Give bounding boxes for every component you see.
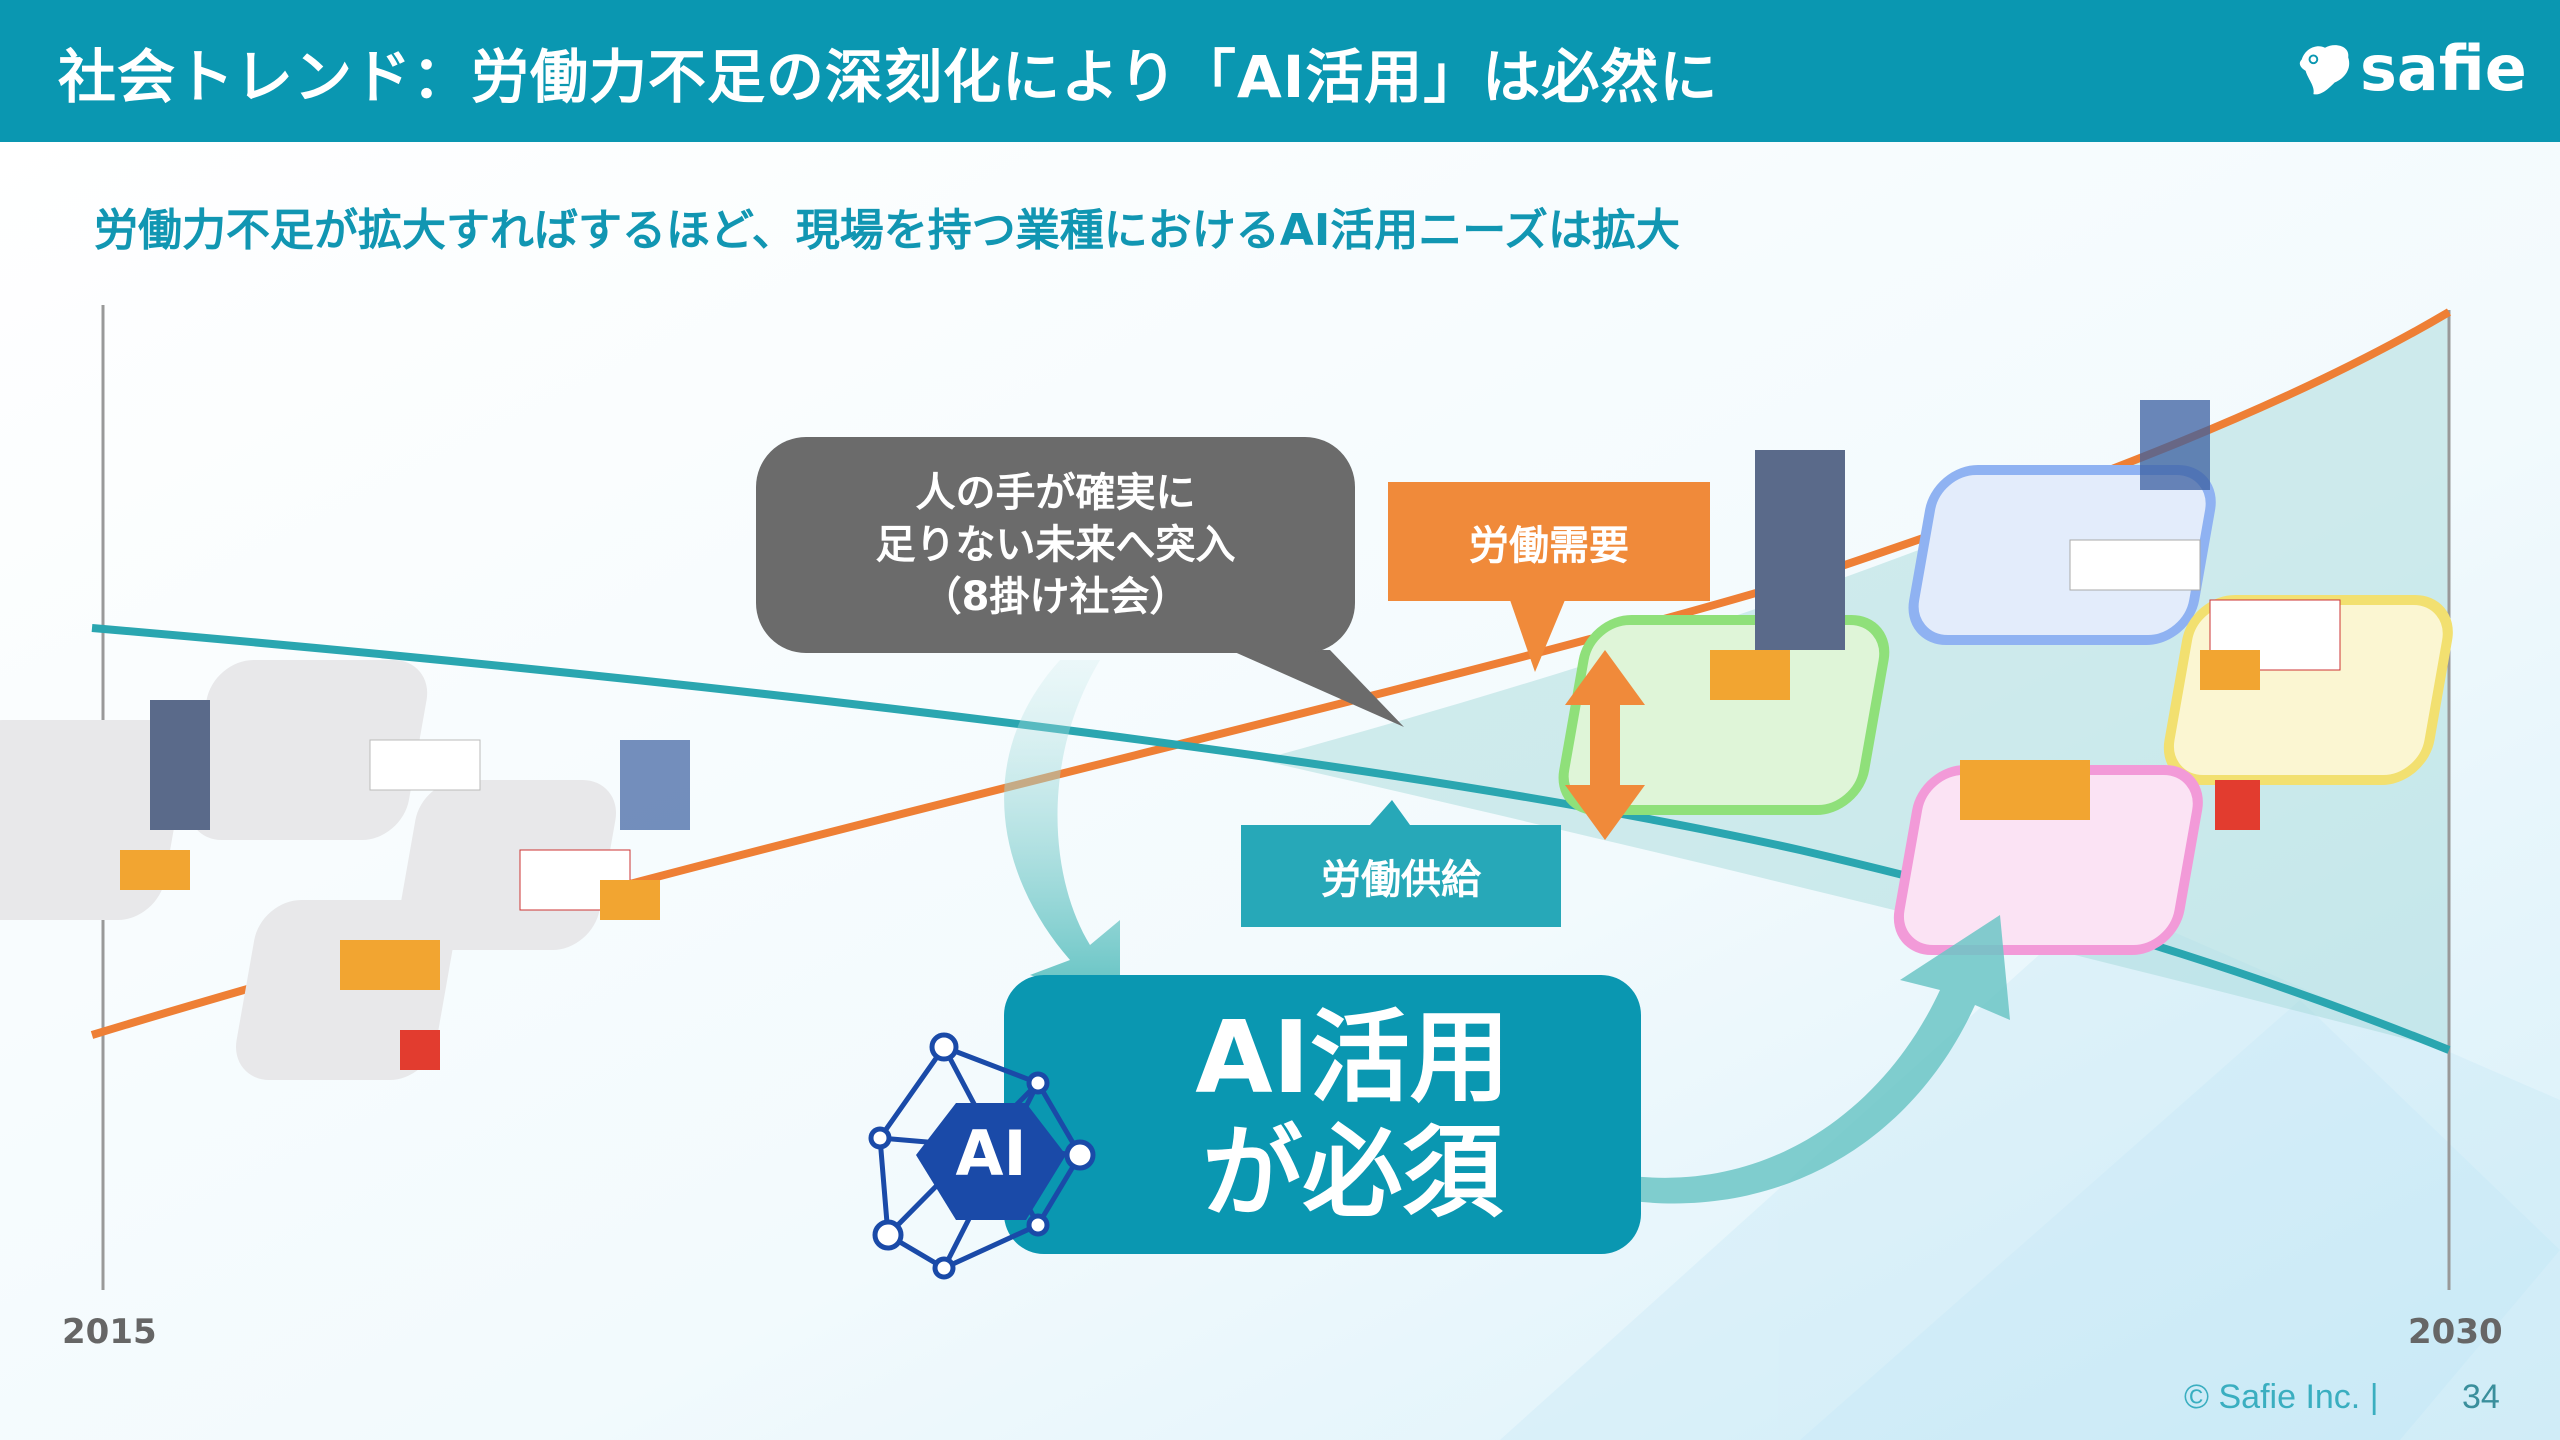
callout-line: （8掛け社会）: [921, 574, 1190, 620]
curved-arrow-down: [1004, 660, 1120, 1005]
copyright: © Safie Inc. |: [2184, 1378, 2379, 1416]
year-start-label: 2015: [62, 1312, 157, 1352]
callout-line: 人の手が確実に: [915, 470, 1196, 516]
labor-demand-label: 労働需要: [1388, 482, 1710, 601]
ai-box-line1: AI活用: [1195, 998, 1510, 1116]
background-pattern: [1500, 900, 2560, 1440]
safie-logo: safie: [2296, 38, 2527, 100]
supply-tail: [1370, 800, 1410, 825]
ai-box-line2: が必須: [1202, 1113, 1503, 1231]
callout-line: 足りない未来へ突入: [875, 522, 1236, 568]
page-number: 34: [2462, 1378, 2500, 1416]
year-end-label: 2030: [2408, 1312, 2503, 1352]
ai-required-box: AI活用 が必須: [1004, 975, 1641, 1254]
subtitle: 労働力不足が拡大すればするほど、現場を持つ業種におけるAI活用ニーズは拡大: [94, 205, 1681, 256]
owl-logo-icon: [2299, 45, 2350, 95]
page-title: 社会トレンド：労働力不足の深刻化により「AI活用」は必然に: [58, 43, 1719, 111]
demand-tail: [1510, 600, 1565, 672]
industry-illustration-2015: [0, 660, 690, 1080]
callout-tail: [1230, 650, 1404, 727]
ai-badge-text: AI: [955, 1117, 1026, 1190]
ai-network-icon: AI: [868, 1032, 1096, 1280]
labor-supply-label: 労働供給: [1241, 825, 1561, 927]
future-callout: 人の手が確実に 足りない未来へ突入 （8掛け社会）: [756, 437, 1355, 653]
gap-double-arrow-icon: [1565, 650, 1645, 840]
header-bar: 社会トレンド：労働力不足の深刻化により「AI活用」は必然に safie: [0, 0, 2560, 142]
industry-illustration-2030: [1558, 400, 2453, 955]
